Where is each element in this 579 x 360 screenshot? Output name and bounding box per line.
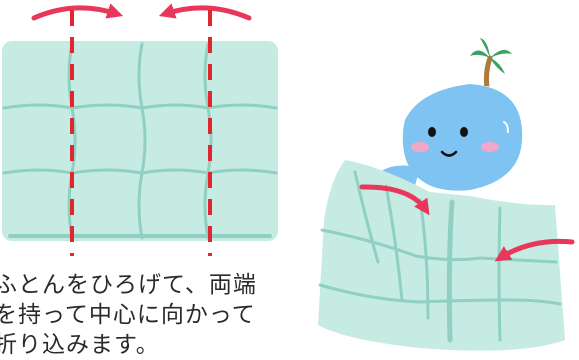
instruction-line: ふとんをひろげて、両端 [0,272,257,298]
instruction-text: ふとんをひろげて、両端 を持って中心に向かって 折り込みます。 [0,270,304,360]
instruction-line: を持って中心に向かって [0,302,256,328]
left-fold-arrow-icon [31,3,124,21]
fold-in-arrow-left-icon [359,184,430,216]
folding-futon [318,160,565,351]
flat-futon [2,41,278,241]
right-fold-arrow-icon [158,3,252,21]
instruction-line: 折り込みます。 [0,332,160,358]
water-drop-mascot-icon [372,38,523,196]
fold-in-arrow-right-icon [494,238,575,262]
